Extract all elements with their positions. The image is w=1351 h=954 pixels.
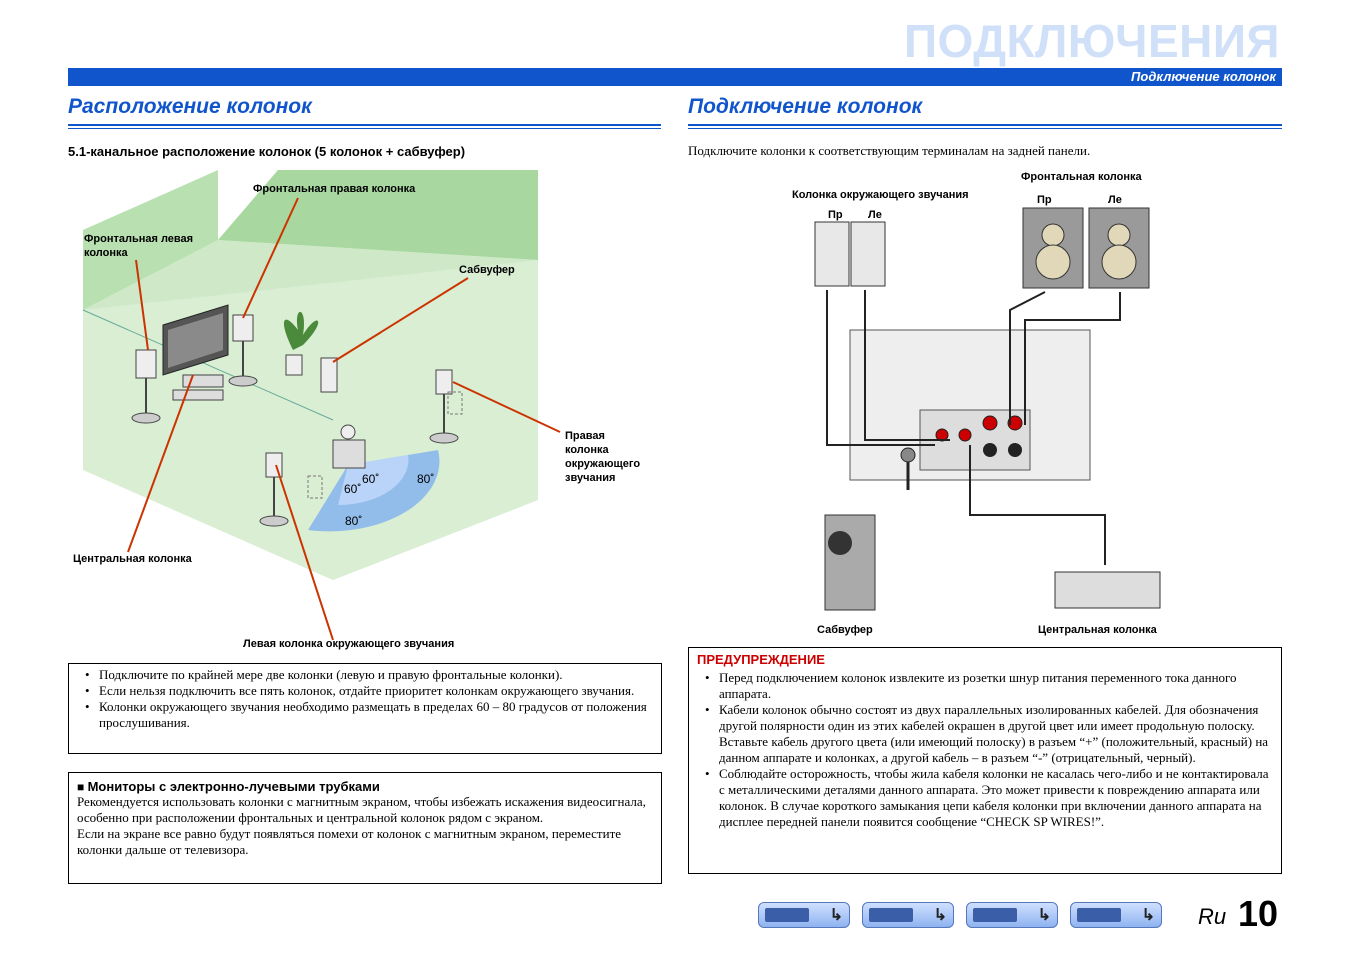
- arrow-icon: ↳: [1141, 907, 1155, 924]
- connection-diagram: [814, 207, 1161, 611]
- warning-box: ПРЕДУПРЕЖДЕНИЕ Перед подключением колоно…: [688, 647, 1282, 874]
- section-banner: [68, 68, 1282, 86]
- label-center-r: Центральная колонка: [1038, 624, 1157, 636]
- label-surround-left: Левая колонка окружающего звучания: [243, 638, 455, 650]
- section-subtitle: Подключение колонок: [1131, 69, 1276, 84]
- front-left-speaker: [135, 349, 157, 379]
- label-surround-pr: Пр: [828, 209, 843, 221]
- label-subwoofer: Сабвуфер: [459, 264, 515, 276]
- label-surround: Колонка окружающего звучания: [792, 189, 969, 201]
- note-item: Колонки окружающего звучания необходимо …: [85, 699, 653, 731]
- warning-item: Перед подключением колонок извлеките из …: [705, 670, 1273, 702]
- front-panel-nav-button[interactable]: ↳: [758, 902, 850, 928]
- remote-keys-icon: [869, 908, 913, 922]
- display-icon: [973, 908, 1017, 922]
- label-surround-le: Ле: [868, 209, 882, 221]
- label-front-right: Фронтальная правая колонка: [253, 183, 416, 195]
- warning-item: Кабели колонок обычно состоят из двух па…: [705, 702, 1273, 766]
- label-front-le: Ле: [1108, 194, 1122, 206]
- notes-box: Подключите по крайней мере две колонки (…: [68, 663, 662, 754]
- front-panel-icon: [765, 908, 809, 922]
- label-surround-right-3: окружающего: [565, 458, 641, 470]
- footer-nav: ↳ ↳ ↳ ↳: [758, 902, 1162, 928]
- crt-title: Мониторы с электронно-лучевыми трубками: [87, 779, 380, 794]
- angle-label-80a: 80˚: [417, 472, 435, 486]
- page-title: ПОДКЛЮЧЕНИЯ: [903, 15, 1280, 67]
- remote-keys-nav-button[interactable]: ↳: [862, 902, 954, 928]
- room-layout-diagram: [82, 170, 561, 641]
- crt-box: ■ Мониторы с электронно-лучевыми трубкам…: [68, 772, 662, 884]
- crt-text-2: Если на экране все равно будут появлятьс…: [77, 826, 622, 857]
- plant-shape: [283, 311, 319, 350]
- label-surround-right-1: Правая: [565, 430, 605, 442]
- warning-title: ПРЕДУПРЕЖДЕНИЕ: [697, 652, 825, 667]
- angle-label-60a: 60˚: [362, 472, 380, 486]
- label-center: Центральная колонка: [73, 553, 192, 565]
- right-heading: Подключение колонок: [688, 95, 923, 118]
- label-front-left-2: колонка: [84, 247, 128, 259]
- label-surround-right-4: звучания: [565, 472, 616, 484]
- angle-label-80b: 80˚: [345, 514, 363, 528]
- label-front: Фронтальная колонка: [1021, 171, 1142, 183]
- room-left-wall: [83, 170, 218, 310]
- front-right-speaker: [232, 314, 254, 342]
- listener-chair: [332, 439, 366, 469]
- center-speaker-box: [1054, 571, 1161, 609]
- remote-control-icon: [1077, 908, 1121, 922]
- warning-item: Соблюдайте осторожность, чтобы жила кабе…: [705, 766, 1273, 830]
- room-back-wall: [218, 170, 538, 260]
- subwoofer-box: [824, 514, 876, 611]
- right-heading-rule: [688, 124, 1282, 129]
- label-subwoofer-r: Сабвуфер: [817, 624, 873, 636]
- note-item: Подключите по крайней мере две колонки (…: [85, 667, 653, 683]
- left-heading-rule: [68, 124, 661, 129]
- remote-control-nav-button[interactable]: ↳: [1070, 902, 1162, 928]
- crt-text-1: Рекомендуется использовать колонки с маг…: [77, 794, 646, 825]
- right-intro: Подключите колонки к соответствующим тер…: [688, 143, 1091, 158]
- angle-label-60b: 60˚: [344, 482, 362, 496]
- display-nav-button[interactable]: ↳: [966, 902, 1058, 928]
- subwoofer-shape: [320, 357, 338, 393]
- note-item: Если нельзя подключить все пять колонок,…: [85, 683, 653, 699]
- left-heading: Расположение колонок: [68, 95, 312, 118]
- language-code: Ru: [1198, 904, 1227, 929]
- page-number: 10: [1238, 893, 1279, 934]
- arrow-icon: ↳: [933, 907, 947, 924]
- label-surround-right-2: колонка: [565, 444, 609, 456]
- surround-right-speaker-box: [814, 221, 850, 287]
- crt-title-row: ■ Мониторы с электронно-лучевыми трубкам…: [77, 779, 380, 794]
- surround-left-speaker-box: [850, 221, 886, 287]
- listener-head: [340, 424, 356, 440]
- label-front-left-1: Фронтальная левая: [84, 233, 194, 245]
- arrow-icon: ↳: [1037, 907, 1051, 924]
- label-front-pr: Пр: [1037, 194, 1052, 206]
- arrow-icon: ↳: [829, 907, 843, 924]
- surround-right-speaker: [435, 369, 453, 395]
- left-subheading: 5.1-канальное расположение колонок (5 ко…: [68, 144, 466, 159]
